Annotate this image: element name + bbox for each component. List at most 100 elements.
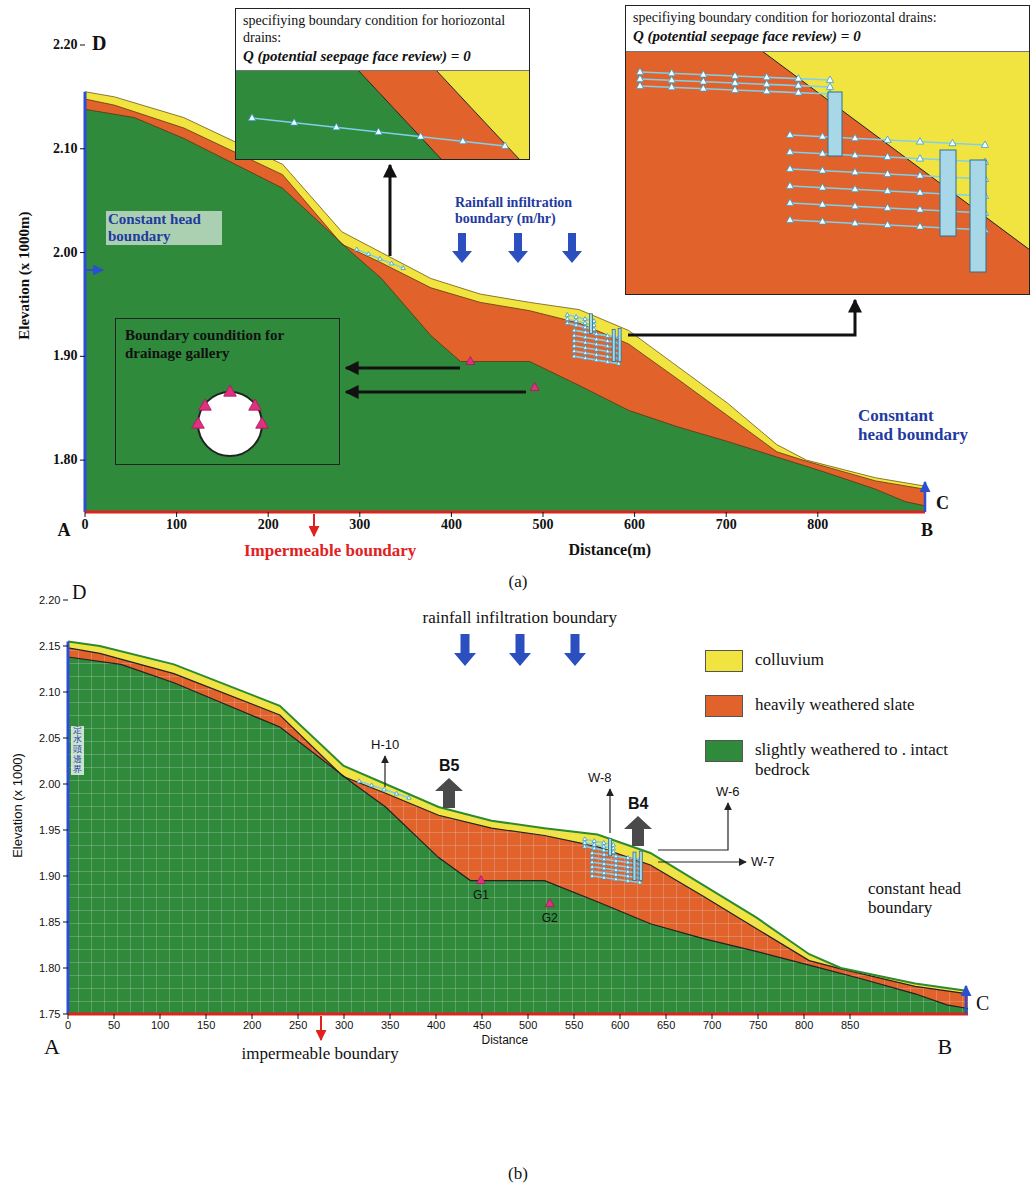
drain-node: [851, 185, 858, 191]
drain-node: [605, 349, 609, 353]
drain-node: [401, 266, 405, 270]
callout-header: specifiying boundary condition for horio…: [236, 9, 529, 71]
gallery-label: G2: [542, 912, 558, 926]
legend-swatch: [705, 650, 743, 672]
axis-tick: [712, 1014, 713, 1019]
drain-node: [851, 168, 858, 174]
constant-head-boundary: [924, 482, 927, 512]
axis-tick: [63, 876, 68, 877]
panel-label: (b): [508, 1164, 528, 1184]
drain-node: [826, 83, 833, 89]
axis-tick-label: 200: [258, 517, 279, 533]
well: [612, 329, 615, 361]
drain-node: [572, 349, 576, 353]
drain-node: [626, 865, 630, 869]
axis-tick-label: 50: [108, 1019, 120, 1032]
axis-tick: [63, 738, 68, 739]
axis-tick-label: 2.00: [39, 778, 60, 791]
axis-tick: [63, 922, 68, 923]
gallery-node: [224, 385, 237, 396]
rainfall-arrow: [562, 233, 582, 263]
axis-tick-label: 2.20: [39, 594, 60, 607]
well: [618, 328, 621, 361]
axis-tick: [80, 148, 85, 149]
drain-node: [565, 317, 569, 321]
axis-tick-label: 600: [624, 517, 645, 533]
axis-title: Elevation (x 1000): [10, 753, 25, 858]
drain-node: [594, 347, 598, 351]
axis-tick: [80, 460, 85, 461]
drain-node: [574, 323, 578, 327]
drain-node: [819, 150, 826, 156]
drain-node: [389, 261, 393, 265]
well: [940, 150, 956, 236]
callout-formula: Q (potential seepage face review) = 0: [633, 27, 1022, 46]
axis-tick: [80, 356, 85, 357]
drain-node: [394, 791, 398, 795]
drain-node: [378, 256, 382, 260]
drain-node: [819, 184, 826, 190]
drainage-gallery: [198, 392, 262, 456]
drain-node: [786, 148, 793, 154]
axis-tick-label: 600: [611, 1019, 629, 1032]
axis-tick-label: 2.10: [39, 686, 60, 699]
drain-node: [590, 869, 594, 873]
instrument-label: W-6: [716, 785, 740, 800]
axis-tick-label: 400: [441, 517, 462, 533]
rainfall-arrow: [452, 233, 472, 263]
weathered-slate-layer: [625, 5, 1030, 295]
drain-node: [614, 858, 618, 862]
drain-node: [572, 328, 576, 332]
drain-node: [700, 78, 707, 84]
axis-tick: [817, 512, 818, 517]
drain-node: [700, 85, 707, 91]
gallery-node: [192, 417, 205, 428]
boundary-label: Consntant head boundary: [858, 406, 970, 445]
axis-tick: [63, 784, 68, 785]
corner-label: B: [921, 520, 933, 541]
axis-tick-label: 500: [519, 1019, 537, 1032]
axis-title: Distance: [482, 1034, 529, 1048]
axis-tick-label: 500: [533, 517, 554, 533]
drain-node: [572, 344, 576, 348]
constant-head-boundary: [67, 641, 70, 1014]
corner-label: C: [936, 493, 949, 514]
axis-tick: [63, 646, 68, 647]
drain-node: [884, 204, 891, 210]
drain-node: [355, 247, 359, 251]
callout-box: specifiying boundary condition for horio…: [625, 5, 1030, 295]
boundary-arrow: [313, 514, 315, 536]
gallery-node: [466, 357, 475, 365]
gallery-node: [256, 417, 269, 428]
axis-tick-label: 300: [335, 1019, 353, 1032]
borehole-arrow: [624, 816, 652, 846]
boundary-label: constant head boundary: [868, 879, 998, 918]
horizontal-drain: [357, 249, 403, 268]
horizontal-drain: [790, 135, 985, 145]
boundary-label: impermeable boundary: [242, 1044, 399, 1064]
boundary-arrow: [320, 1016, 322, 1040]
axis-tick-label: 750: [749, 1019, 767, 1032]
drain-node: [614, 863, 618, 867]
drain-node: [574, 315, 578, 319]
axis-tick-label: 1.90: [53, 348, 78, 364]
drain-node: [626, 869, 630, 873]
drain-node: [248, 114, 255, 120]
drain-node: [626, 860, 630, 864]
rainfall-arrow: [564, 634, 586, 666]
axis-tick: [436, 1014, 437, 1019]
axis-tick-label: 400: [427, 1019, 445, 1032]
drain-node: [583, 321, 587, 325]
axis-tick: [359, 512, 360, 517]
drain-node: [592, 846, 596, 850]
axis-tick-label: 1.80: [39, 962, 60, 975]
axis-tick-label: 650: [657, 1019, 675, 1032]
callout-arrow: [346, 367, 460, 370]
drain-node: [795, 89, 802, 95]
axis-tick-label: 150: [197, 1019, 215, 1032]
drain-node: [382, 787, 386, 791]
boundary-label: 定水頭邊界: [71, 726, 84, 775]
axis-tick-label: 850: [841, 1019, 859, 1032]
drain-node: [668, 76, 675, 82]
